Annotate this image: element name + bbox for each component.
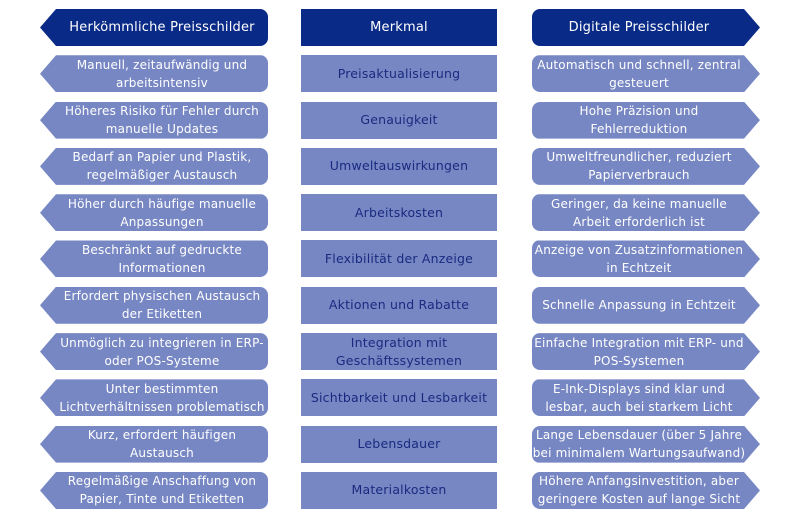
feature-cell: Flexibilität der Anzeige bbox=[301, 240, 497, 278]
traditional-cell: Manuell, zeitaufwändig und arbeitsintens… bbox=[40, 55, 268, 93]
feature-cell: Lebensdauer bbox=[301, 425, 497, 463]
feature-cell: Preisaktualisierung bbox=[301, 55, 497, 93]
traditional-cell: Beschränkt auf gedruckte Informationen bbox=[40, 240, 268, 278]
traditional-cell: Regelmäßige Anschaffung von Papier, Tint… bbox=[40, 471, 268, 509]
feature-cell: Arbeitskosten bbox=[301, 194, 497, 232]
header-digital: Digitale Preisschilder bbox=[532, 9, 760, 46]
header-feature: Merkmal bbox=[301, 9, 497, 46]
digital-cell: Einfache Integration mit ERP- und POS-Sy… bbox=[532, 333, 760, 370]
digital-cell: Hohe Präzision und Fehlerreduktion bbox=[532, 102, 760, 139]
traditional-cell: Bedarf an Papier und Plastik, regelmäßig… bbox=[40, 147, 268, 185]
feature-cell: Aktionen und Rabatte bbox=[301, 286, 497, 324]
digital-cell: E-Ink-Displays sind klar und lesbar, auc… bbox=[532, 379, 760, 416]
traditional-cell: Höher durch häufige manuelle Anpassungen bbox=[40, 194, 268, 232]
feature-cell: Integration mit Geschäftssystemen bbox=[301, 333, 497, 371]
header-traditional: Herkömmliche Preisschilder bbox=[40, 9, 268, 46]
digital-cell: Umweltfreundlicher, reduziert Papierverb… bbox=[532, 148, 760, 185]
comparison-diagram: Herkömmliche Preisschilder Merkmal Digit… bbox=[40, 9, 760, 509]
digital-cell: Schnelle Anpassung in Echtzeit bbox=[532, 287, 760, 324]
digital-cell: Anzeige von Zusatzinformationen in Echtz… bbox=[532, 240, 760, 277]
digital-cell: Lange Lebensdauer (über 5 Jahre bei mini… bbox=[532, 426, 760, 463]
traditional-cell: Höheres Risiko für Fehler durch manuelle… bbox=[40, 101, 268, 139]
traditional-cell: Unter bestimmten Lichtverhältnissen prob… bbox=[40, 379, 268, 417]
traditional-cell: Kurz, erfordert häufigen Austausch bbox=[40, 425, 268, 463]
feature-cell: Genauigkeit bbox=[301, 101, 497, 139]
digital-cell: Höhere Anfangsinvestition, aber geringer… bbox=[532, 472, 760, 509]
feature-cell: Materialkosten bbox=[301, 471, 497, 509]
feature-cell: Umweltauswirkungen bbox=[301, 147, 497, 185]
digital-cell: Automatisch und schnell, zentral gesteue… bbox=[532, 55, 760, 92]
digital-cell: Geringer, da keine manuelle Arbeit erfor… bbox=[532, 194, 760, 231]
feature-cell: Sichtbarkeit und Lesbarkeit bbox=[301, 379, 497, 417]
traditional-cell: Erfordert physischen Austausch der Etike… bbox=[40, 286, 268, 324]
traditional-cell: Unmöglich zu integrieren in ERP- oder PO… bbox=[40, 333, 268, 371]
